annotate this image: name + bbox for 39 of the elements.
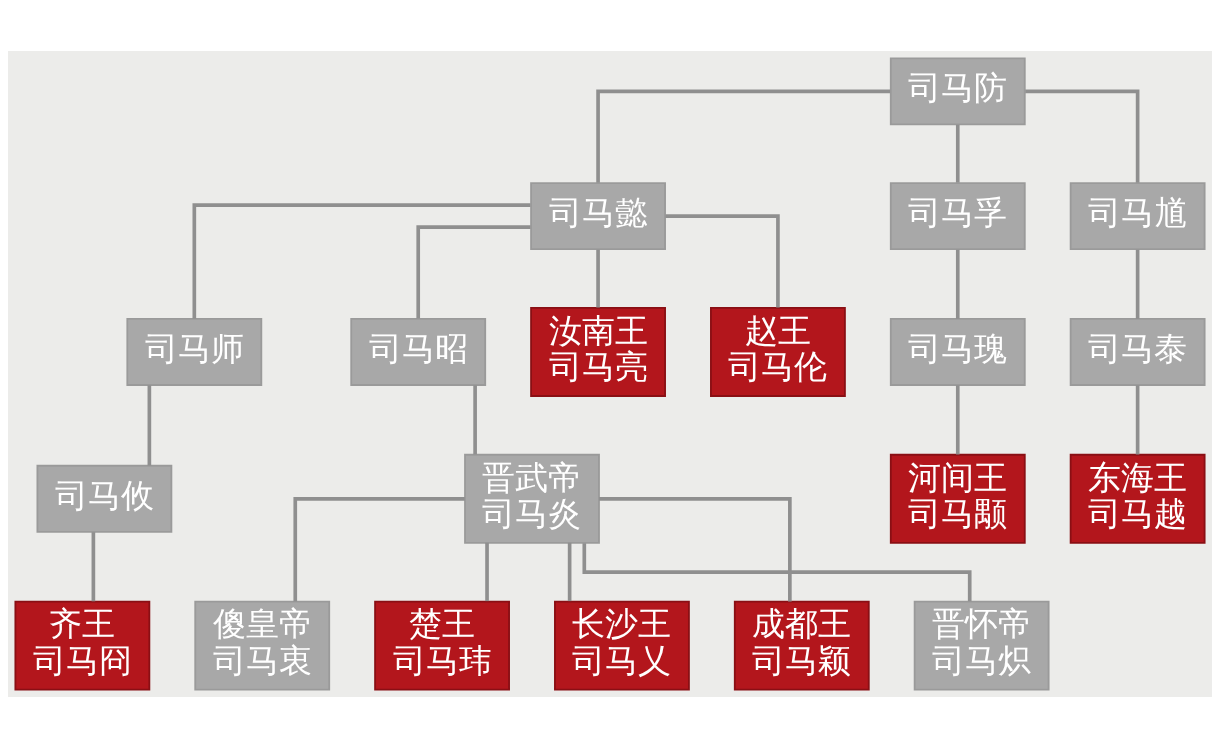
connector	[955, 249, 960, 319]
node-box: 司马防	[889, 56, 1026, 125]
node-box: 司马馗	[1069, 181, 1206, 250]
node-box: 司马懿	[530, 181, 666, 250]
node-box: 齐王 司马冏	[14, 600, 151, 691]
node-box: 晋怀帝 司马炽	[913, 600, 1050, 691]
connector	[596, 89, 891, 183]
connector	[473, 384, 477, 454]
node-box: 楚王 司马玮	[374, 600, 510, 691]
connector	[147, 384, 152, 466]
node-box: 晋武帝 司马炎	[464, 453, 600, 544]
connector	[665, 213, 780, 307]
node-box: 汝南王 司马亮	[530, 306, 666, 397]
node-box: 司马泰	[1069, 317, 1206, 386]
node-box: 东海王 司马越	[1069, 453, 1206, 544]
node-box: 司马师	[126, 317, 263, 386]
connector	[485, 542, 489, 601]
connector	[1135, 384, 1140, 454]
connector	[955, 124, 960, 183]
connector	[293, 496, 465, 602]
connector	[567, 542, 572, 601]
connector	[582, 542, 972, 601]
connector	[91, 531, 96, 601]
connector	[1135, 249, 1140, 319]
connector	[1025, 89, 1140, 183]
connector	[599, 496, 792, 602]
connector	[955, 384, 960, 454]
connector	[192, 202, 531, 319]
node-box: 司马孚	[889, 181, 1026, 250]
node-box: 司马攸	[36, 464, 173, 533]
node-box: 傻皇帝 司马衷	[194, 600, 331, 691]
node-box: 长沙王 司马乂	[554, 600, 690, 691]
connector	[596, 249, 600, 307]
node-box: 成都王 司马颖	[733, 600, 870, 691]
connector	[416, 224, 531, 319]
node-box: 司马瑰	[889, 317, 1026, 386]
node-box: 司马昭	[350, 317, 487, 386]
node-box: 赵王 司马伦	[710, 306, 846, 397]
node-box: 河间王 司马颙	[889, 453, 1026, 544]
